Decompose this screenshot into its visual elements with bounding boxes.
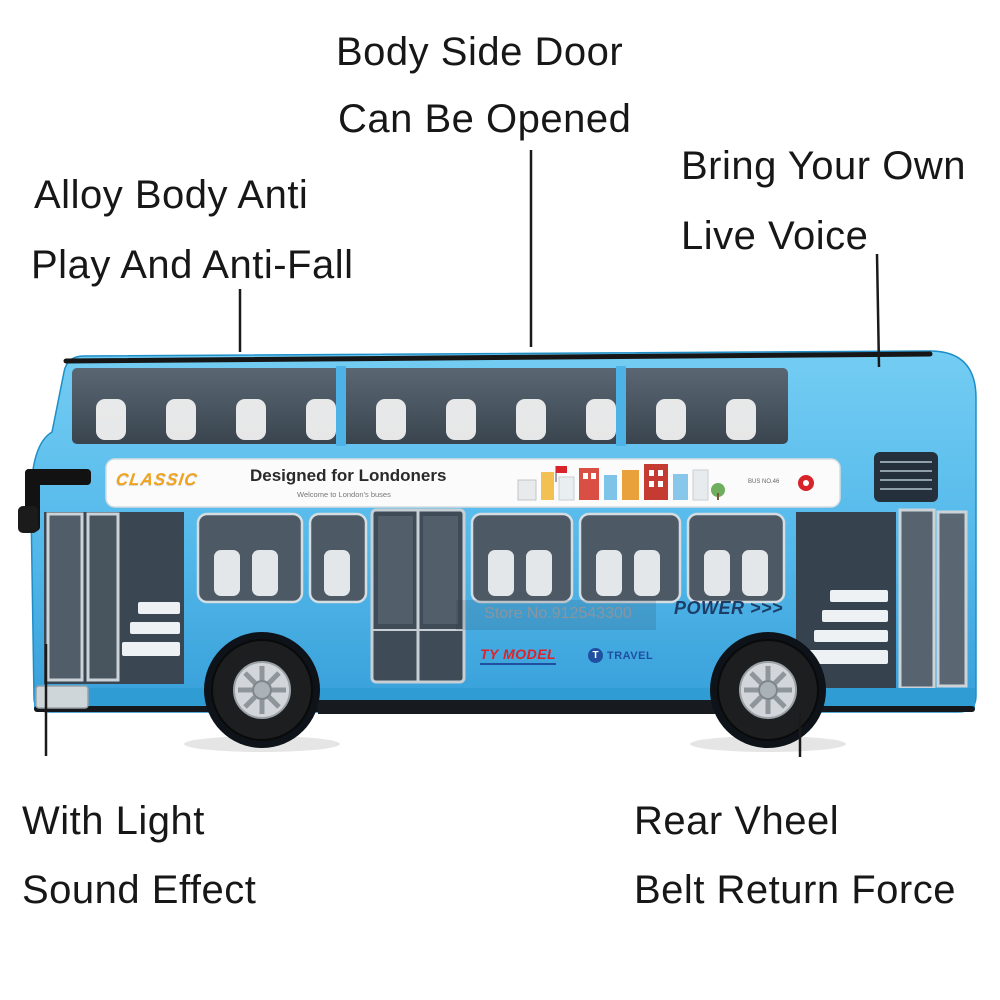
watermark-band	[456, 600, 656, 630]
leader-line-live-voice	[875, 253, 881, 368]
rear-door-stairs	[796, 508, 968, 690]
classic-script-text: CLASSIC	[114, 470, 200, 489]
label-alloy-body-line2: Play And Anti-Fall	[31, 243, 354, 287]
label-with-light-line1: With Light	[22, 799, 205, 843]
front-door-open	[44, 512, 184, 684]
travel-logo-icon: T	[588, 648, 603, 663]
front-wheel	[204, 632, 320, 748]
leader-lines	[44, 150, 881, 757]
upper-deck-windows	[72, 366, 788, 446]
label-alloy-body-line1: Alloy Body Anti	[34, 173, 309, 217]
middle-door	[370, 508, 466, 684]
label-rear-wheel-line1: Rear Vheel	[634, 799, 840, 843]
travel-logo-label: TRAVEL	[607, 649, 654, 662]
side-windows	[196, 512, 786, 604]
label-rear-wheel-line2: Belt Return Force	[634, 868, 956, 912]
label-live-voice-line1: Bring Your Own	[681, 144, 966, 188]
label-live-voice-line2: Live Voice	[681, 214, 869, 258]
store-watermark: Store No.912543300	[484, 605, 632, 622]
banner-subtitle: Welcome to London's buses	[297, 490, 391, 499]
label-body-side-door-line2: Can Be Opened	[338, 97, 632, 141]
banner-strip	[105, 458, 841, 508]
label-with-light-line2: Sound Effect	[22, 868, 257, 912]
banner-code-text: BUS NO.46	[748, 479, 780, 485]
front-mirror	[18, 469, 91, 533]
ty-model-logo: TY MODEL	[480, 646, 557, 665]
roof-rail	[63, 351, 933, 364]
rear-wheel	[710, 632, 826, 748]
banner-red-logo	[798, 475, 814, 491]
rear-vent-grille	[874, 452, 938, 502]
travel-logo: T TRAVEL	[588, 648, 653, 663]
label-body-side-door-line1: Body Side Door	[336, 30, 624, 74]
london-skyline-illustration	[517, 464, 725, 501]
banner-title: Designed for Londoners	[250, 466, 447, 485]
chassis	[34, 685, 975, 714]
power-label: POWER >>>	[674, 598, 784, 618]
